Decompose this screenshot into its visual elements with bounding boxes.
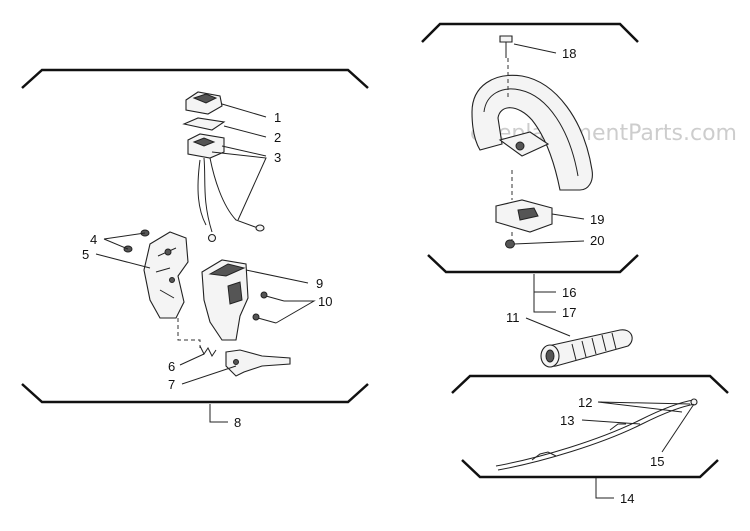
part-loop-handle [471, 74, 593, 191]
callout-18: 18 [562, 46, 576, 61]
callout-1: 1 [274, 110, 281, 125]
cable-group-frame [451, 374, 729, 479]
callout-5: 5 [82, 247, 89, 262]
part-screws [252, 291, 285, 324]
part-trigger [225, 349, 291, 377]
callout-11: 11 [506, 310, 520, 325]
callout-13: 13 [560, 413, 574, 428]
callout-20: 20 [590, 233, 604, 248]
leader-lines [95, 43, 695, 499]
assembly-dashed-line [177, 318, 201, 348]
callout-16: 16 [562, 285, 576, 300]
callout-7: 7 [168, 377, 175, 392]
callout-10: 10 [318, 294, 332, 309]
handle-dashed-line [507, 58, 513, 240]
handle-group-frame [421, 22, 639, 274]
left-group-frame [21, 68, 369, 404]
part-gasket [182, 117, 226, 131]
part-bolt [499, 35, 513, 58]
callout-15: 15 [650, 454, 664, 469]
part-throttle-cable [495, 398, 698, 471]
callout-8: 8 [234, 415, 241, 430]
callout-12: 12 [578, 395, 592, 410]
callout-4: 4 [90, 232, 97, 247]
part-switch-cap [185, 91, 223, 115]
part-clamp [495, 199, 553, 233]
part-nut [505, 239, 515, 249]
callout-9: 9 [316, 276, 323, 291]
part-left-housing [143, 231, 189, 319]
callout-6: 6 [168, 359, 175, 374]
callout-3: 3 [274, 150, 281, 165]
part-grip [540, 329, 633, 368]
part-spring [199, 345, 217, 357]
callout-14: 14 [620, 491, 634, 506]
part-right-housing [201, 259, 249, 341]
callout-17: 17 [562, 305, 576, 320]
callout-labels: 1 2 3 4 5 6 7 8 9 10 11 12 13 14 15 16 1… [82, 46, 664, 506]
callout-19: 19 [590, 212, 604, 227]
callout-2: 2 [274, 130, 281, 145]
